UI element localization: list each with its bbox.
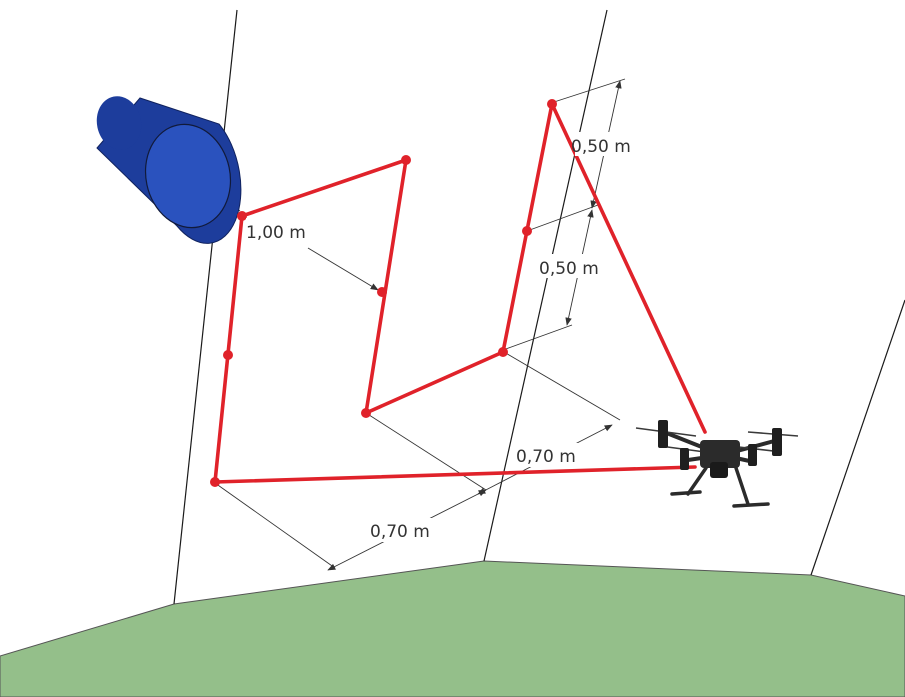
dimension-label-path-length: 1,00 m xyxy=(246,223,306,243)
dim-leader-path xyxy=(307,247,379,291)
waypoint xyxy=(401,155,411,165)
dim-ext-top-1 xyxy=(553,78,626,103)
dim-ext-mid-2 xyxy=(502,324,573,351)
waypoint xyxy=(361,408,371,418)
dimension-label-offset-bottom: 0,70 m xyxy=(370,522,430,542)
ground-plane xyxy=(0,560,905,697)
waypoint xyxy=(223,350,233,360)
waypoint xyxy=(498,347,508,357)
wall-edge-right xyxy=(810,299,905,576)
waypoints xyxy=(210,99,557,487)
dim-ext-right-1 xyxy=(503,351,621,421)
waypoint xyxy=(237,211,247,221)
flight-path xyxy=(210,99,707,487)
cylinder-front-face xyxy=(144,123,232,229)
dim-ext-right-2 xyxy=(365,412,487,491)
cylinder-back-cap xyxy=(96,96,142,150)
wall-edge-left xyxy=(173,9,238,605)
dimension-labels: 0,50 m 0,50 m 1,00 m 0,70 m 0,70 m xyxy=(246,132,637,542)
waypoint xyxy=(210,477,220,487)
dim-ext-bottom-1 xyxy=(214,482,336,569)
quadcopter-drone-icon xyxy=(635,420,799,508)
dimension-lines xyxy=(185,78,626,571)
dimension-label-offset-right: 0,70 m xyxy=(516,447,576,467)
cylinder-target-icon xyxy=(96,96,242,244)
wall-edge-center xyxy=(483,9,608,562)
waypoint xyxy=(522,226,532,236)
wall-edges xyxy=(173,9,905,605)
flight-path-line xyxy=(213,102,707,484)
dimension-label-offset-middle: 0,50 m xyxy=(539,259,599,279)
waypoint xyxy=(377,287,387,297)
dimension-label-offset-top: 0,50 m xyxy=(571,137,631,157)
waypoint xyxy=(547,99,557,109)
